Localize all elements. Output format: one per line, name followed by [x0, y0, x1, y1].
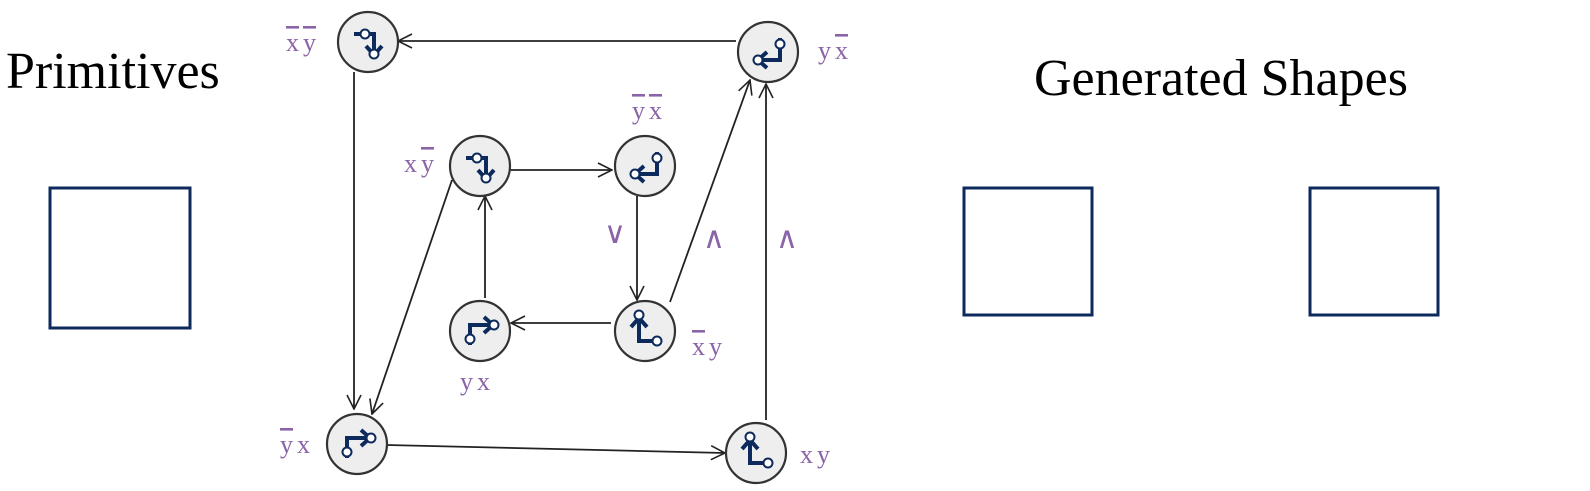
node-label-var-a: x: [800, 440, 813, 469]
generated-shapes-title: Generated Shapes: [1034, 50, 1408, 107]
node-y-xbar: [736, 20, 800, 84]
node-label-var-a: y: [632, 96, 645, 125]
node-ybar-xbar: [613, 134, 677, 198]
edge-xybar-to-ybarx: [372, 179, 453, 414]
node-circle: [336, 10, 400, 74]
node-y-x: [448, 299, 512, 363]
node-circle: [613, 134, 677, 198]
edges: [354, 41, 766, 453]
node-label-var-b: x: [297, 430, 310, 459]
node-circle: [448, 299, 512, 363]
node-label-var-a: x: [404, 149, 417, 178]
node-circle: [325, 412, 389, 476]
node-label-var-b: y: [817, 440, 830, 469]
primitive-box: [48, 186, 192, 330]
generated-shape-box-2: [1308, 186, 1440, 317]
node-label-var-b: y: [421, 149, 434, 178]
corner-arrow-up-icon: [629, 309, 663, 347]
node-label-var-a: x: [692, 332, 705, 361]
node-label-var-a: y: [460, 367, 473, 396]
node-circle: [448, 134, 512, 198]
operator-and-2: ∧: [776, 222, 798, 255]
corner-arrow-right-icon: [464, 315, 500, 345]
corner-arrow-left-icon: [752, 38, 786, 70]
primitives-title: Primitives: [6, 43, 220, 100]
node-label-var-b: x: [835, 36, 848, 65]
node-label-var-b: y: [303, 28, 316, 57]
node-label-var-a: y: [280, 430, 293, 459]
node-ybar-x: [325, 412, 389, 476]
nodes: [325, 10, 800, 485]
operator-and-1: ∧: [703, 222, 725, 255]
node-label-var-b: y: [709, 332, 722, 361]
edge-ybarx-to-xy: [386, 444, 725, 453]
corner-arrow-right-icon: [341, 428, 377, 458]
generated-shape-box-1: [962, 186, 1094, 317]
node-label-var-b: x: [477, 367, 490, 396]
node-circle: [613, 299, 677, 363]
node-circle: [724, 421, 788, 485]
node-circle: [736, 20, 800, 84]
operator-or: ∨: [604, 217, 626, 250]
corner-arrow-down-icon: [466, 152, 496, 184]
node-xbar-ybar: [336, 10, 400, 74]
node-label-var-b: x: [649, 96, 662, 125]
edge-xbary-to-yxbar: [669, 80, 750, 303]
node-label-var-a: y: [818, 36, 831, 65]
node-x-ybar: [448, 134, 512, 198]
node-label-var-a: x: [286, 28, 299, 57]
corner-arrow-down-icon: [354, 28, 384, 60]
node-xbar-y: [613, 299, 677, 363]
corner-arrow-up-icon: [740, 431, 774, 469]
node-x-y: [724, 421, 788, 485]
corner-arrow-left-icon: [629, 152, 663, 184]
